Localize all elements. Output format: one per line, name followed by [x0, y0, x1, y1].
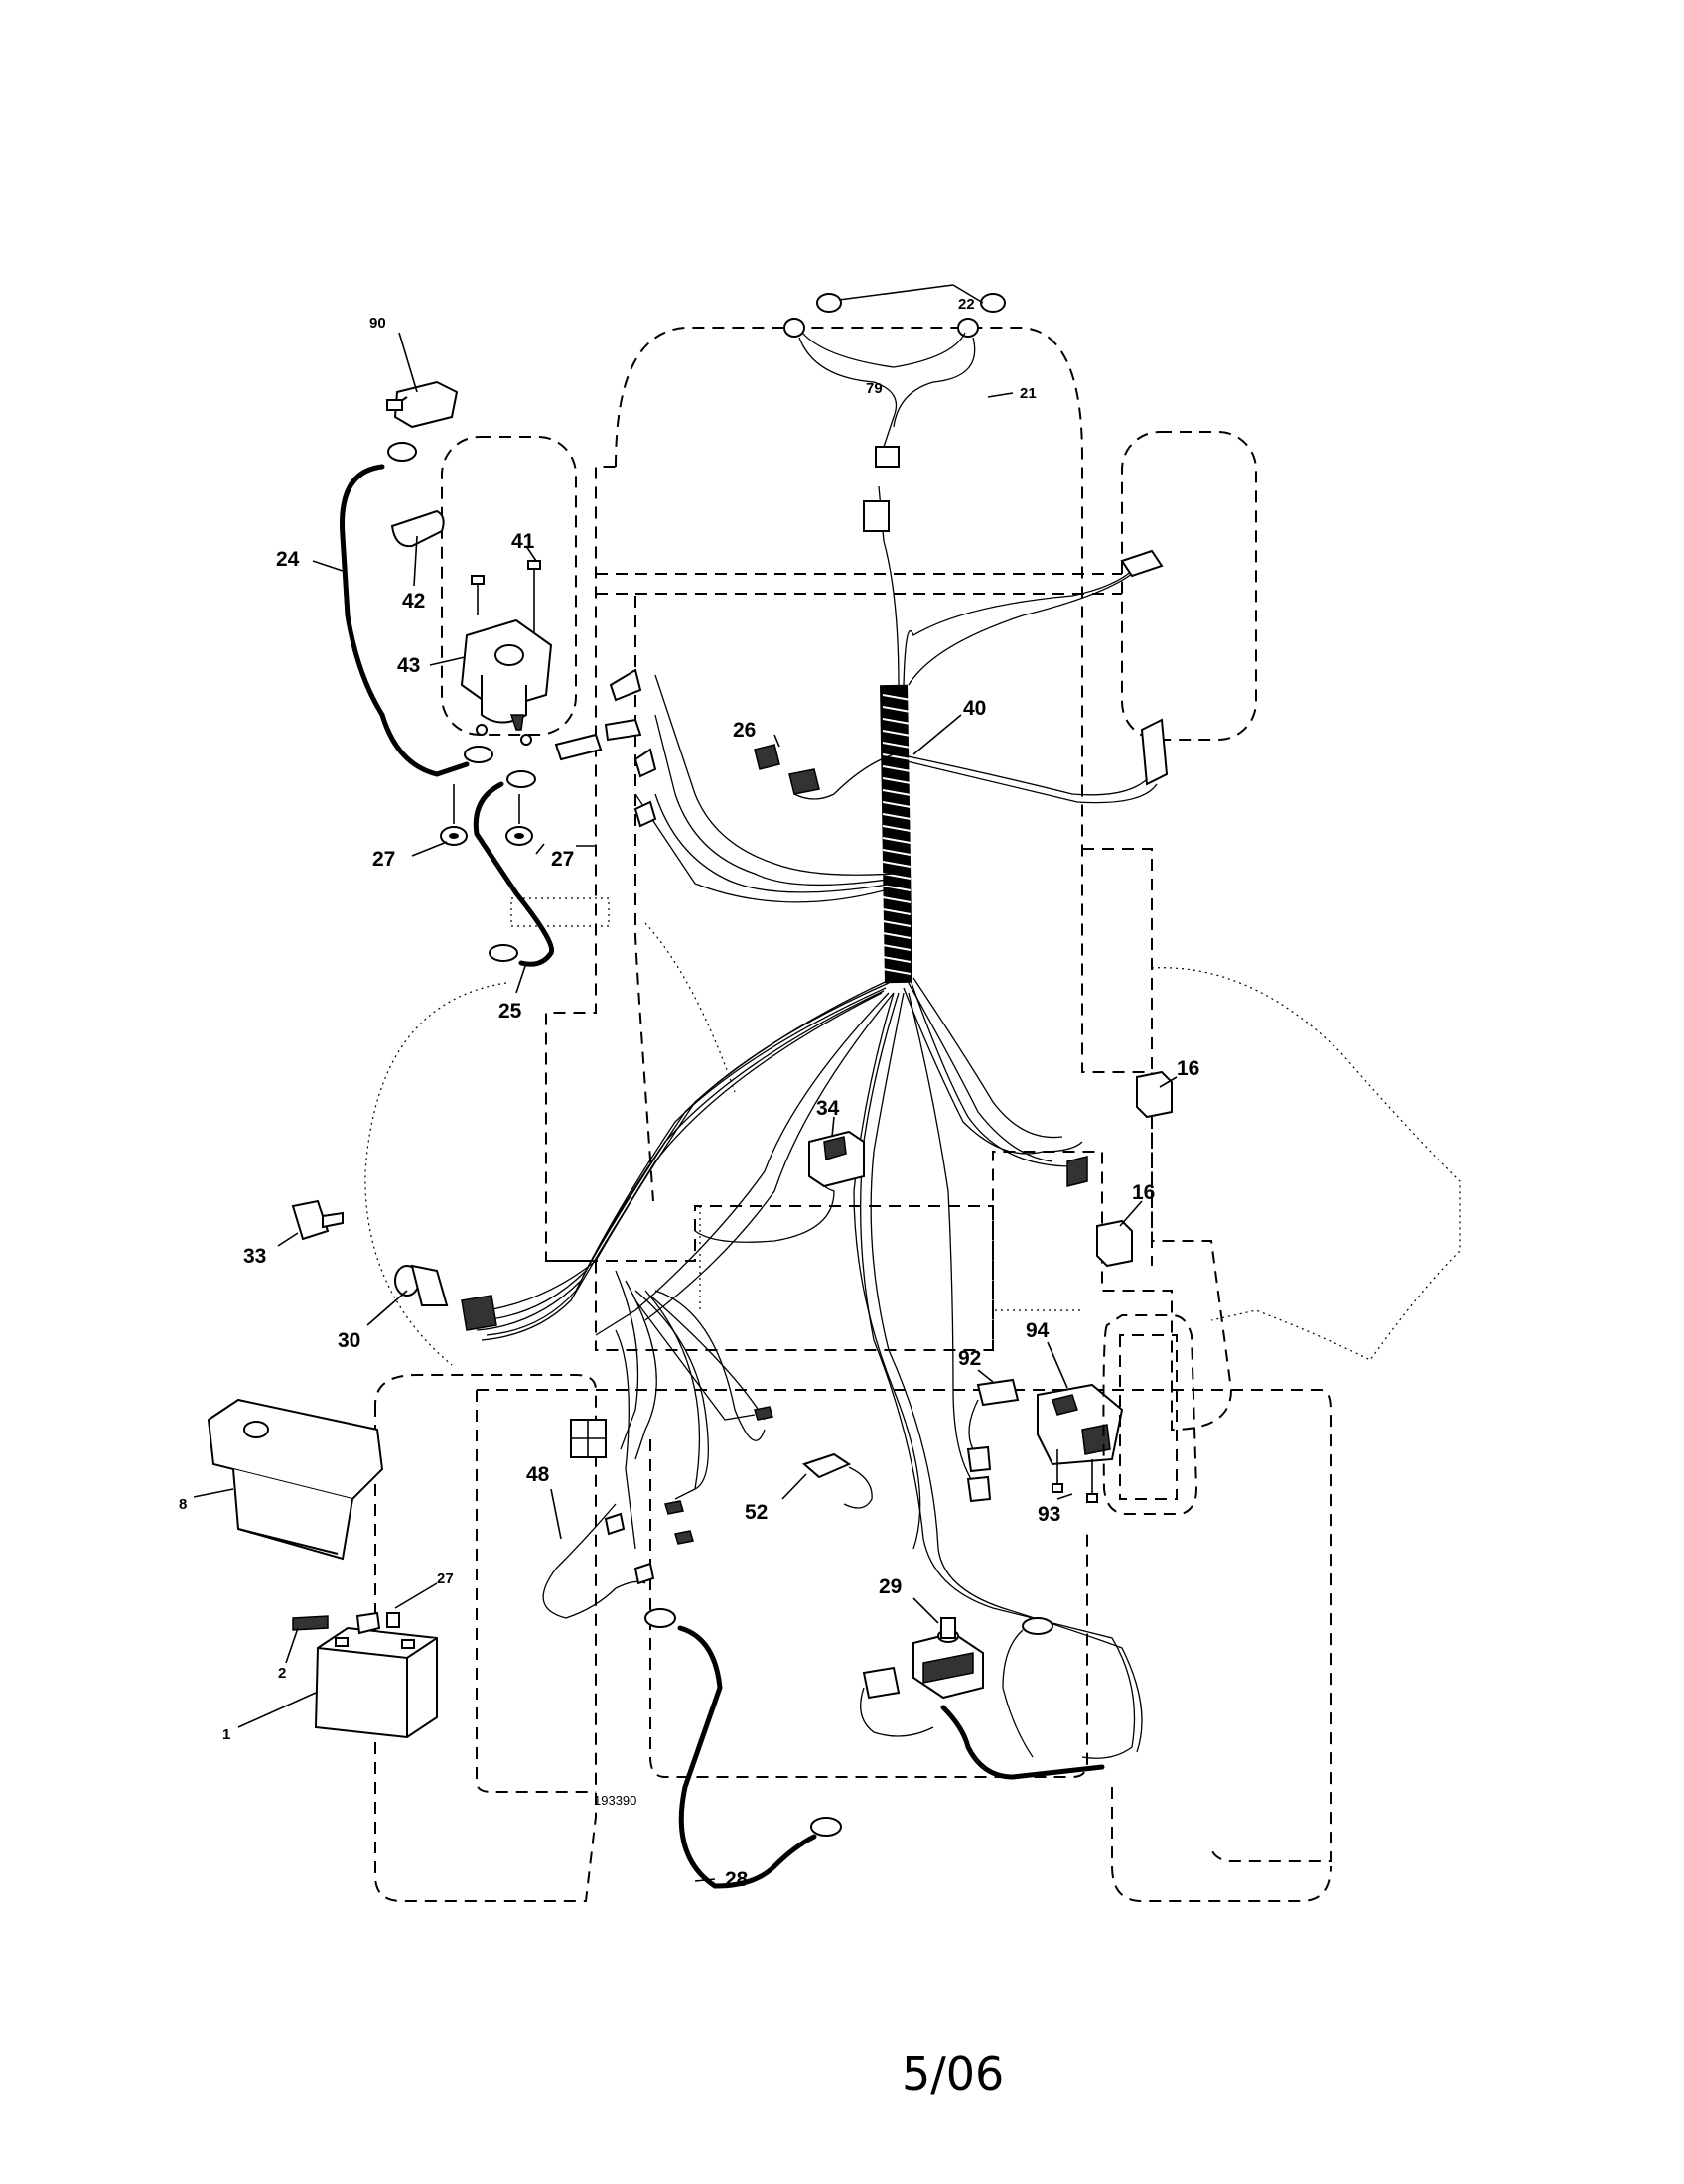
callout-26: 26 [733, 719, 756, 742]
callout-2: 2 [278, 1665, 286, 1682]
main-harness [476, 485, 1158, 1759]
part-93-screws [1052, 1449, 1098, 1503]
callout-52: 52 [745, 1501, 768, 1524]
part-29-pto-switch [860, 1617, 1105, 1780]
callout-labels: 90 24 42 41 43 27 27 25 22 79 21 26 40 3… [179, 296, 1199, 1891]
callout-22: 22 [958, 296, 975, 313]
part-27-nut-battery [355, 1611, 400, 1635]
harness-conduit [880, 684, 912, 984]
harness-connector-plug [570, 1419, 607, 1458]
part-27-nuts [440, 784, 533, 846]
callout-27-left: 27 [372, 848, 395, 871]
tractor-outline [364, 327, 1461, 1902]
part-28-ground-cable [644, 1608, 842, 1889]
drawing-number: 193390 [594, 1793, 636, 1808]
part-94-safety-switch [1037, 1383, 1124, 1466]
callout-42: 42 [402, 590, 425, 613]
callout-92: 92 [958, 1347, 981, 1370]
part-48-wire [542, 1503, 655, 1619]
part-headlights [783, 284, 1014, 532]
part-52-fuse [802, 1452, 873, 1509]
part-34-switch [808, 1130, 865, 1188]
callout-34: 34 [816, 1097, 840, 1120]
callout-41: 41 [511, 530, 535, 553]
callout-94: 94 [1026, 1319, 1050, 1342]
callout-16-top: 16 [1177, 1057, 1199, 1080]
callout-27-battery: 27 [437, 1570, 454, 1587]
part-8-battery-box [207, 1398, 384, 1561]
footer-date: 5/06 [902, 2047, 1004, 2101]
callout-1: 1 [222, 1726, 230, 1743]
part-43-solenoid [460, 618, 553, 746]
callout-43: 43 [397, 654, 420, 677]
part-92-connector [966, 1378, 1020, 1503]
callout-21: 21 [1020, 385, 1037, 402]
part-16-relays [1066, 1070, 1173, 1268]
callout-40: 40 [963, 697, 986, 720]
seat-switch-outline [1102, 1314, 1198, 1515]
callout-30: 30 [338, 1329, 360, 1352]
callout-33: 33 [243, 1245, 266, 1268]
part-26-fuses [754, 744, 820, 795]
callout-leaders [193, 332, 1178, 1882]
part-33-key [291, 1199, 344, 1241]
part-2-bolt [292, 1615, 329, 1631]
callout-27-right: 27 [551, 848, 574, 871]
callout-24: 24 [276, 548, 300, 571]
part-1-battery [314, 1626, 438, 1739]
callout-8: 8 [179, 1496, 187, 1513]
part-41-screws [471, 560, 541, 655]
callout-28: 28 [725, 1868, 749, 1891]
part-90-connector [386, 380, 459, 429]
part-24-battery-cable [340, 442, 493, 777]
small-terminals [664, 1406, 773, 1545]
callout-48: 48 [526, 1463, 550, 1486]
dash-right-connectors [1120, 549, 1169, 786]
part-42-terminal-boot [390, 509, 445, 548]
callout-16-bottom: 16 [1132, 1181, 1155, 1204]
part-25-cable [473, 718, 642, 967]
part-30-ignition-switch [394, 1264, 497, 1331]
callout-25: 25 [498, 1000, 522, 1023]
dash-connectors [609, 668, 657, 828]
callout-79: 79 [866, 380, 883, 397]
callout-29: 29 [879, 1575, 902, 1598]
callout-93: 93 [1038, 1503, 1060, 1526]
callout-90: 90 [369, 315, 386, 332]
